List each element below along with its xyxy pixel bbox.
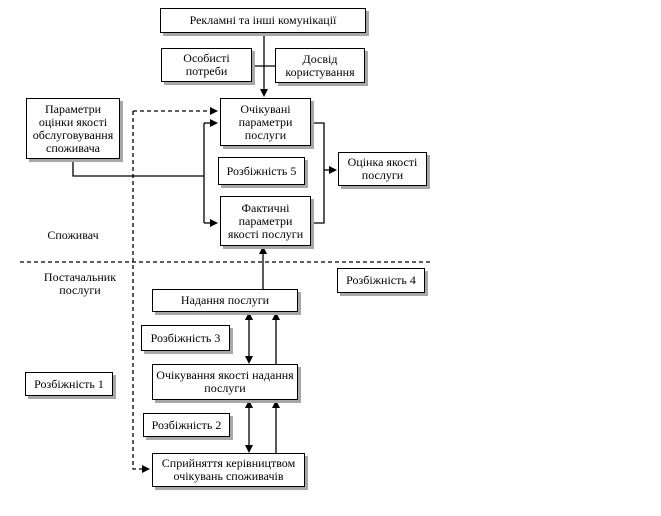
box-gap2-label: Розбіжність 2: [151, 417, 222, 432]
box-gap5-label: Розбіжність 5: [226, 163, 297, 178]
box-management-perception-label: Сприйняття керівництвом очікувань спожив…: [161, 456, 296, 483]
arrowhead-up-expectedq-right: [272, 400, 280, 408]
connector-params-stub: [72, 159, 204, 177]
arrowhead-right-expected-upper: [210, 107, 218, 115]
box-service-delivery: Надання послуги: [152, 289, 298, 312]
box-experience: Досвід користування: [275, 48, 365, 83]
box-gap3: Розбіжність 3: [141, 325, 230, 351]
zone-label-provider: Постачальник послуги: [43, 270, 117, 297]
box-expected-quality: Очікування якості надання послуги: [152, 364, 298, 400]
box-expected-quality-label: Очікування якості надання послуги: [156, 368, 294, 395]
arrowhead-up-expectedq-left: [245, 400, 253, 408]
box-quality-assessment: Оцінка якості послуги: [338, 152, 427, 186]
connector-right-bracket: [311, 122, 325, 224]
arrowhead-down-expected-top: [260, 89, 268, 97]
box-experience-label: Досвід користування: [285, 51, 355, 79]
box-gap1: Розбіжність 1: [25, 372, 113, 396]
box-communications: Рекламні та інші комунікації: [160, 8, 366, 33]
box-gap5: Розбіжність 5: [218, 157, 305, 185]
box-quality-params: Параметри оцінки якості обслуговування с…: [26, 98, 120, 159]
box-communications-label: Рекламні та інші комунікації: [189, 13, 337, 27]
arrowhead-down-perception-left: [245, 445, 253, 453]
box-gap3-label: Розбіжність 3: [150, 330, 221, 345]
arrowhead-right-perception: [142, 465, 150, 473]
arrowhead-up-delivery-right: [272, 312, 280, 320]
box-management-perception: Сприйняття керівництвом очікувань спожив…: [152, 453, 305, 487]
box-expected-params: Очікувані параметри послуги: [220, 98, 311, 146]
dashed-connector-down-to-perception: [132, 111, 142, 470]
box-gap2: Розбіжність 2: [143, 413, 230, 437]
box-personal-needs-label: Особисті потреби: [183, 51, 230, 78]
box-quality-assessment-label: Оцінка якості послуги: [347, 155, 418, 182]
arrowhead-right-actual: [210, 219, 218, 227]
arrowhead-right-expected-lower: [210, 119, 218, 127]
arrowhead-up-actual-bottom: [259, 246, 267, 254]
box-actual-params: Фактичні параметри якості послуги: [220, 196, 311, 246]
box-actual-params-label: Фактичні параметри якості послуги: [227, 200, 304, 241]
box-personal-needs: Особисті потреби: [161, 48, 252, 82]
arrowhead-up-delivery-left: [245, 312, 253, 320]
box-quality-params-label: Параметри оцінки якості обслуговування с…: [32, 101, 114, 155]
box-gap4-label: Розбіжність 4: [346, 273, 416, 287]
arrowhead-right-assessment: [329, 166, 337, 174]
arrowhead-down-expectedq-left: [245, 356, 253, 364]
box-expected-params-label: Очікувані параметри послуги: [238, 101, 293, 142]
box-gap4: Розбіжність 4: [337, 268, 425, 293]
zone-label-consumer: Споживач: [47, 228, 99, 242]
box-service-delivery-label: Надання послуги: [180, 293, 270, 307]
box-gap1-label: Розбіжність 1: [34, 376, 104, 391]
